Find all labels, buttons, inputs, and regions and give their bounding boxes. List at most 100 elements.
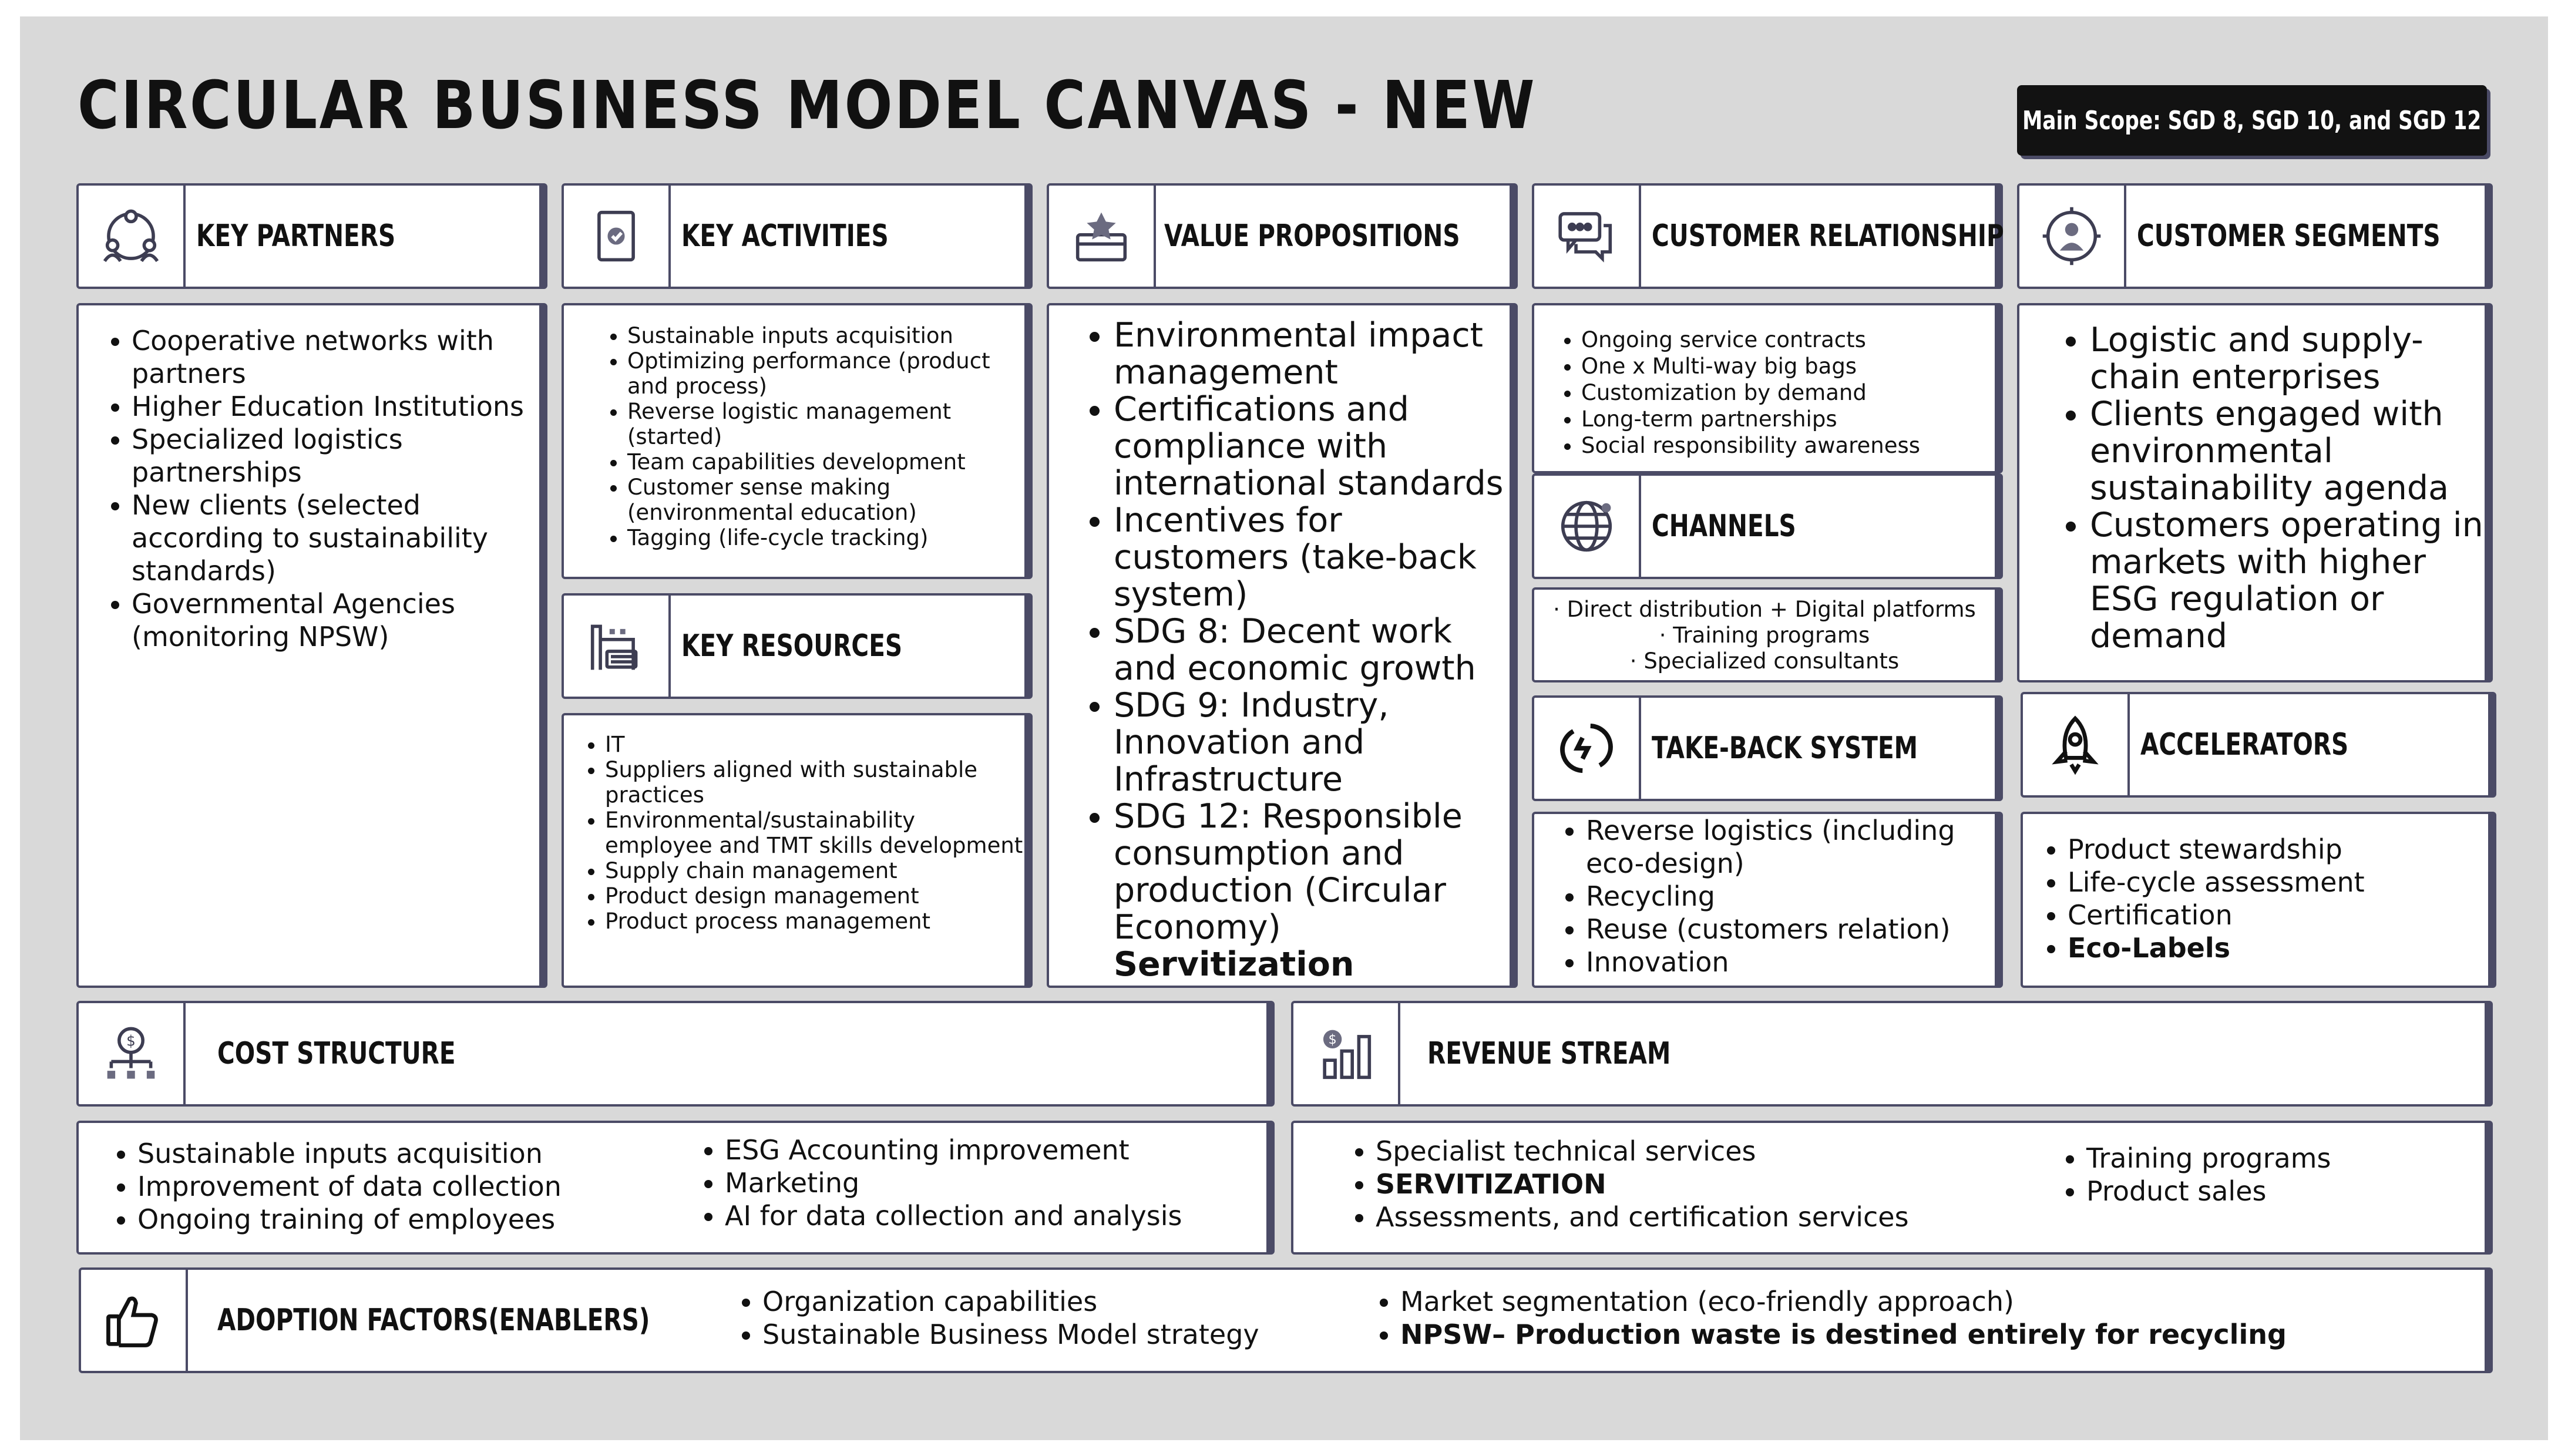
revenue-stream-list-2: Training programs Product sales	[2033, 1142, 2331, 1208]
globe-icon	[1534, 476, 1641, 577]
revenue-stream-label: REVENUE STREAM	[1427, 1036, 1671, 1071]
checklist-icon	[564, 186, 671, 287]
list-item: Higher Education Institutions	[132, 390, 539, 423]
cost-structure-list-1: Sustainable inputs acquisition Improveme…	[79, 1137, 562, 1236]
recycle-loop-icon	[1534, 698, 1641, 799]
cost-structure-panel: Sustainable inputs acquisition Improveme…	[76, 1121, 1275, 1255]
rocket-icon	[2023, 694, 2130, 795]
list-item: SDG 12: Responsible consumption and prod…	[1114, 798, 1510, 983]
key-resources-list: IT Suppliers aligned with sustainable pr…	[564, 715, 1024, 934]
take-back-header: TAKE-BACK SYSTEM	[1532, 695, 2003, 801]
list-item: Supply chain management	[605, 858, 1024, 883]
key-resources-label: KEY RESOURCES	[681, 628, 903, 664]
list-item: Sustainable Business Model strategy	[762, 1318, 1259, 1351]
list-item: SDG 9: Industry, Innovation and Infrastr…	[1114, 687, 1510, 798]
revenue-chart-icon: $	[1293, 1003, 1400, 1104]
list-item: Social responsibility awareness	[1581, 432, 1995, 459]
list-item: Incentives for customers (take-back syst…	[1114, 502, 1510, 613]
list-item: Product process management	[605, 909, 1024, 934]
list-item: New clients (selected according to susta…	[132, 489, 539, 587]
list-item: One x Multi-way big bags	[1581, 353, 1995, 379]
revenue-stream-header: $ REVENUE STREAM	[1291, 1001, 2493, 1107]
list-item: Clients engaged with environmental susta…	[2090, 396, 2485, 507]
list-item: Logistic and supply-chain enterprises	[2090, 322, 2485, 396]
list-item: Organization capabilities	[762, 1285, 1259, 1318]
list-item: Ongoing service contracts	[1581, 327, 1995, 353]
cost-structure-list-2: ESG Accounting improvement Marketing AI …	[666, 1134, 1182, 1232]
key-activities-list: Sustainable inputs acquisition Optimizin…	[564, 305, 1024, 550]
value-propositions-label: VALUE PROPOSITIONS	[1164, 218, 1460, 254]
list-item: SERVITIZATION	[1376, 1168, 1909, 1201]
star-box-icon	[1049, 186, 1156, 287]
take-back-label: TAKE-BACK SYSTEM	[1652, 731, 1918, 766]
key-partners-header: KEY PARTNERS	[76, 183, 547, 289]
list-item: Training programs	[2086, 1142, 2331, 1175]
list-item: Environmental/sustainability employee an…	[605, 808, 1024, 858]
list-item: Assessments, and certification services	[1376, 1201, 1909, 1233]
list-item: Specialized logistics partnerships	[132, 423, 539, 489]
list-item: Ongoing training of employees	[137, 1203, 562, 1236]
chat-bubbles-icon	[1534, 186, 1641, 287]
customer-relationship-list: Ongoing service contracts One x Multi-wa…	[1534, 305, 1995, 459]
key-activities-label: KEY ACTIVITIES	[681, 218, 889, 254]
value-propositions-header: VALUE PROPOSITIONS	[1047, 183, 1518, 289]
accelerators-list: Product stewardship Life-cycle assessmen…	[2023, 814, 2488, 964]
customer-relationship-header: CUSTOMER RELATIONSHIP	[1532, 183, 2004, 289]
list-item: Customers operating in markets with high…	[2090, 507, 2485, 655]
svg-text:$: $	[126, 1033, 136, 1050]
list-item: Long-term partnerships	[1581, 406, 1995, 432]
customer-segments-panel: Logistic and supply-chain enterprises Cl…	[2017, 303, 2493, 682]
scope-badge: Main Scope: SGD 8, SGD 10, and SGD 12	[2017, 85, 2487, 156]
list-item: NPSW– Production waste is destined entir…	[1400, 1318, 2287, 1351]
list-item: Governmental Agencies (monitoring NPSW)	[132, 587, 539, 653]
list-item: Reverse logistics (including eco-design)	[1586, 814, 1995, 880]
customer-relationship-label: CUSTOMER RELATIONSHIP	[1652, 218, 2004, 254]
accelerators-panel: Product stewardship Life-cycle assessmen…	[2021, 812, 2496, 988]
adoption-factors-list-2: Market segmentation (eco-friendly approa…	[1347, 1285, 2287, 1351]
dollar-hierarchy-icon: $	[79, 1003, 186, 1104]
list-item: · Specialized consultants	[1629, 648, 1900, 674]
cost-structure-header: $ COST STRUCTURE	[76, 1001, 1275, 1107]
accelerators-header: ACCELERATORS	[2021, 692, 2496, 798]
list-item: Cooperative networks with partners	[132, 324, 539, 390]
list-item: Marketing	[725, 1166, 1182, 1199]
list-item: Customization by demand	[1581, 379, 1995, 406]
channels-list: · Direct distribution + Digital platform…	[1534, 590, 1995, 674]
adoption-factors-list-1: Organization capabilities Sustainable Bu…	[710, 1285, 1259, 1351]
list-item: Innovation	[1586, 946, 1995, 978]
list-item: Optimizing performance (product and proc…	[627, 348, 1024, 399]
list-item: AI for data collection and analysis	[725, 1199, 1182, 1232]
list-item: Environmental impact management	[1114, 317, 1510, 391]
accelerators-label: ACCELERATORS	[2140, 727, 2349, 762]
target-user-icon	[2019, 186, 2126, 287]
customer-segments-label: CUSTOMER SEGMENTS	[2137, 218, 2441, 254]
list-item: Life-cycle assessment	[2068, 866, 2488, 899]
list-item: Product design management	[605, 883, 1024, 909]
list-item: Sustainable inputs acquisition	[627, 323, 1024, 348]
channels-header: CHANNELS	[1532, 473, 2003, 579]
list-item: Recycling	[1586, 880, 1995, 913]
list-item: · Training programs	[1659, 623, 1870, 648]
key-partners-label: KEY PARTNERS	[196, 218, 396, 254]
list-item: Market segmentation (eco-friendly approa…	[1400, 1285, 2287, 1318]
list-item: Product sales	[2086, 1175, 2331, 1208]
take-back-panel: Reverse logistics (including eco-design)…	[1532, 812, 2003, 988]
list-item: Certification	[2068, 899, 2488, 932]
servitization-highlight: Servitization	[1114, 945, 1354, 984]
customer-segments-list: Logistic and supply-chain enterprises Cl…	[2019, 305, 2485, 655]
channels-panel: · Direct distribution + Digital platform…	[1532, 587, 2003, 682]
key-partners-panel: Cooperative networks with partners Highe…	[76, 303, 547, 988]
list-item: ESG Accounting improvement	[725, 1134, 1182, 1166]
channels-label: CHANNELS	[1652, 509, 1796, 544]
key-partners-list: Cooperative networks with partners Highe…	[79, 305, 539, 653]
list-item: Team capabilities development	[627, 449, 1024, 475]
key-resources-panel: IT Suppliers aligned with sustainable pr…	[562, 713, 1033, 988]
list-item: Eco-Labels	[2068, 932, 2488, 964]
customer-segments-header: CUSTOMER SEGMENTS	[2017, 183, 2493, 289]
take-back-list: Reverse logistics (including eco-design)…	[1534, 814, 1995, 978]
key-activities-header: KEY ACTIVITIES	[562, 183, 1033, 289]
key-resources-header: KEY RESOURCES	[562, 593, 1033, 699]
value-propositions-list: Environmental impact management Certific…	[1049, 305, 1510, 983]
cost-structure-label: COST STRUCTURE	[217, 1036, 456, 1071]
list-item: · Direct distribution + Digital platform…	[1553, 597, 1976, 622]
